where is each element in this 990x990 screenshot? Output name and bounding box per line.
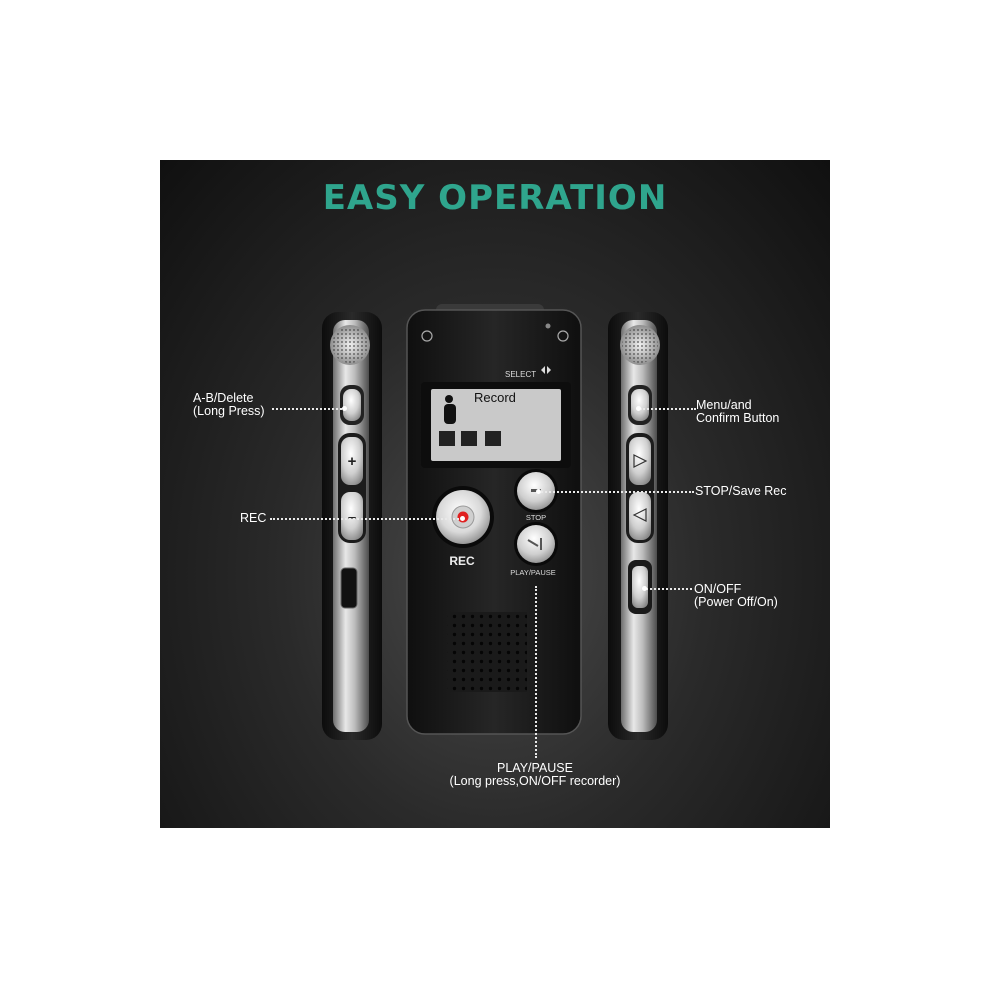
- rec-label: REC: [449, 554, 475, 568]
- onoff-leader: [646, 588, 692, 590]
- speaker-grill: [447, 612, 527, 692]
- ab-delete-point: [342, 406, 347, 411]
- left-side-view: + –: [322, 312, 382, 740]
- right-side-view: [608, 312, 668, 740]
- minus-label: –: [348, 509, 356, 526]
- page-title: EASY OPERATION: [322, 178, 668, 218]
- rec-point: [460, 516, 465, 521]
- ab-delete-leader: [272, 408, 342, 410]
- menu-leader: [640, 408, 696, 410]
- select-label: SELECT: [505, 370, 536, 379]
- playpause-callout: PLAY/PAUSE (Long press,ON/OFF recorder): [449, 761, 621, 788]
- stop-point: [536, 489, 541, 494]
- playpause-label: PLAY/PAUSE: [510, 568, 556, 577]
- folder-icon: [461, 431, 477, 446]
- record-icon: [439, 431, 455, 446]
- stop-label: STOP: [526, 513, 546, 522]
- stop-leader: [538, 491, 694, 493]
- right-arrow-icon: [547, 366, 551, 374]
- left-arrow-icon: [541, 366, 545, 374]
- onoff-callout: ON/OFF (Power Off/On): [694, 582, 778, 609]
- screen-record-label: Record: [474, 390, 516, 405]
- playpause-leader: [535, 586, 537, 758]
- menu-callout: Menu/and Confirm Button: [696, 398, 780, 425]
- ab-delete-callout: A-B/Delete (Long Press): [193, 391, 265, 418]
- onoff-point: [642, 586, 647, 591]
- menu-point: [636, 406, 641, 411]
- microphone-icon: [444, 395, 456, 424]
- rec-callout: REC: [240, 511, 267, 525]
- front-view: SELECT Record REC STOP PLAY/PAUSE: [406, 304, 582, 735]
- stop-callout: STOP/Save Rec: [695, 484, 787, 498]
- play-pause-icon: [527, 538, 542, 550]
- plus-label: +: [348, 453, 357, 470]
- settings-icon: [485, 431, 501, 446]
- rec-leader: [270, 518, 463, 520]
